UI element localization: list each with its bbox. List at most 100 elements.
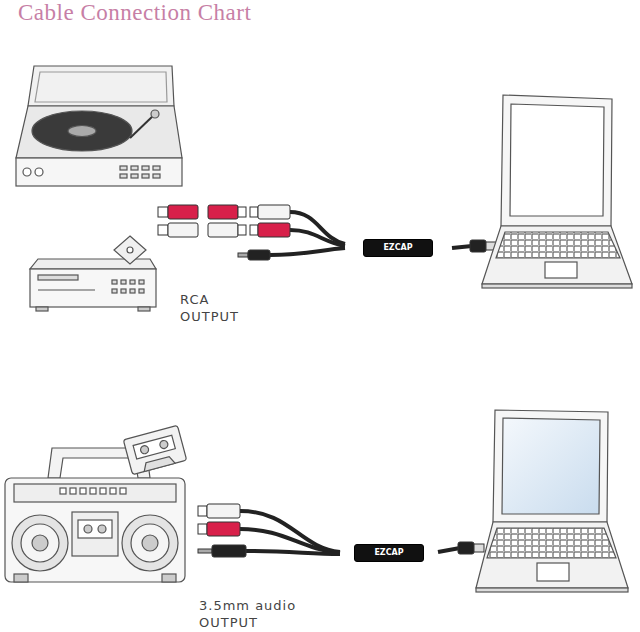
drawing-stroke <box>438 548 460 552</box>
drawing-stroke <box>35 168 43 176</box>
drawing-stroke <box>138 307 150 311</box>
drawing-stroke <box>28 66 174 106</box>
brand-label: EZCAP <box>363 548 415 557</box>
drawing-stroke <box>162 574 176 582</box>
drawing-stroke <box>250 225 258 235</box>
drawing-stroke <box>142 174 149 178</box>
drawing-stroke <box>168 205 198 219</box>
drawing-stroke <box>159 440 169 450</box>
laptop-illustration <box>482 95 632 288</box>
dvd-player-illustration <box>30 236 156 311</box>
drawing-stroke <box>23 168 31 176</box>
drawing-stroke <box>482 226 632 284</box>
drawing-stroke <box>158 225 168 235</box>
drawing-stroke <box>151 110 159 118</box>
drawing-stroke <box>121 280 126 284</box>
drawing-stroke <box>16 106 182 158</box>
drawing-stroke <box>90 488 96 494</box>
drawing-stroke <box>482 284 632 288</box>
drawing-stroke <box>258 205 290 219</box>
capture-dongle: EZCAP <box>363 239 433 257</box>
drawing-stroke <box>487 528 616 558</box>
drawing-stroke <box>496 232 620 258</box>
drawing-stroke <box>168 223 198 237</box>
drawing-stroke <box>240 529 340 553</box>
drawing-stroke <box>38 289 95 290</box>
turntable-illustration <box>16 66 182 186</box>
drawing-stroke <box>248 250 270 260</box>
drawing-stroke <box>78 520 112 538</box>
drawing-stroke <box>493 410 608 522</box>
drawing-stroke <box>537 563 569 581</box>
drawing-stroke <box>38 275 78 280</box>
drawing-stroke <box>476 522 628 588</box>
drawing-stroke <box>142 456 175 472</box>
drawing-stroke <box>198 506 207 516</box>
drawing-stroke <box>238 207 246 217</box>
drawing-stroke <box>238 225 246 235</box>
chart-title: Cable Connection Chart <box>18 0 251 26</box>
drawing-stroke <box>32 111 132 151</box>
drawing-stroke <box>114 236 146 264</box>
drawing-stroke <box>98 525 106 533</box>
drawing-stroke <box>207 504 240 518</box>
drawing-stroke <box>21 524 59 562</box>
drawing-stroke <box>120 488 126 494</box>
drawing-stroke <box>84 525 92 533</box>
drawing-stroke <box>14 574 28 582</box>
drawing-stroke <box>250 207 258 217</box>
output-label: RCA OUTPUT <box>180 291 270 325</box>
drawing-stroke <box>68 126 96 137</box>
drawing-stroke <box>212 545 246 557</box>
drawing-stroke <box>130 289 135 293</box>
rca-cable-illustration <box>158 205 496 260</box>
drawing-stroke <box>80 488 86 494</box>
drawing-stroke <box>452 246 472 248</box>
drawing-stroke <box>131 174 138 178</box>
drawing-stroke <box>290 212 345 244</box>
drawing-stroke <box>36 307 48 311</box>
drawing-stroke <box>30 259 156 269</box>
drawing-stroke <box>139 280 144 284</box>
drawing-stroke <box>122 515 178 571</box>
drawing-stroke <box>32 535 48 551</box>
drawing-stroke <box>131 166 138 170</box>
drawing-stroke <box>246 551 340 554</box>
drawing-stroke <box>133 435 175 459</box>
drawing-stroke <box>16 158 182 186</box>
drawing-stroke <box>208 205 238 219</box>
drawing-stroke <box>112 280 117 284</box>
drawing-stroke <box>270 248 345 255</box>
drawing-stroke <box>120 166 127 170</box>
drawing-stroke <box>130 280 135 284</box>
drawing-stroke <box>476 588 628 592</box>
drawing-stroke <box>120 174 127 178</box>
drawing-stroke <box>198 524 207 534</box>
drawing-stroke <box>153 174 160 178</box>
drawing-stroke <box>474 544 484 552</box>
drawing-stroke <box>510 104 604 216</box>
drawing-stroke <box>110 488 116 494</box>
drawing-stroke <box>207 522 240 536</box>
drawing-stroke <box>14 484 176 502</box>
drawing-stroke <box>198 549 212 553</box>
drawing-stroke <box>290 230 345 246</box>
drawing-stroke <box>140 445 150 455</box>
laptop-illustration <box>476 410 628 592</box>
cassette-illustration <box>123 425 186 474</box>
audio-cable-illustration <box>198 504 484 557</box>
drawing-stroke <box>238 253 248 257</box>
drawing-stroke <box>502 418 600 514</box>
drawing-stroke <box>458 542 474 554</box>
drawing-stroke <box>130 114 155 138</box>
drawing-stroke <box>121 289 126 293</box>
boombox-illustration <box>5 448 185 582</box>
drawing-stroke <box>35 72 167 102</box>
brand-label: EZCAP <box>372 243 424 252</box>
drawing-stroke <box>240 511 340 552</box>
drawing-stroke <box>208 223 238 237</box>
drawing-stroke <box>70 488 76 494</box>
drawing-stroke <box>127 247 133 253</box>
